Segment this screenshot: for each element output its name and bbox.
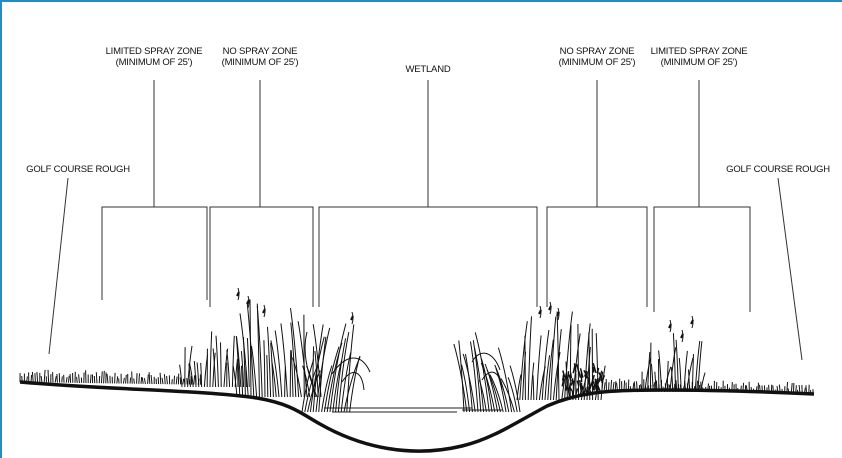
- label-wetland: WETLAND: [405, 64, 450, 75]
- leader-golf-rough-left: [49, 178, 68, 354]
- zone-title: GOLF COURSE ROUGH: [26, 164, 130, 175]
- label-limited-spray-zone-left: LIMITED SPRAY ZONE (MINIMUM OF 25'): [106, 46, 203, 68]
- zone-minimum: (MINIMUM OF 25'): [559, 57, 636, 68]
- bracket-wetland: [319, 80, 537, 307]
- zone-title: LIMITED SPRAY ZONE: [106, 46, 203, 57]
- label-limited-spray-zone-right: LIMITED SPRAY ZONE (MINIMUM OF 25'): [651, 46, 748, 68]
- leader-golf-rough-right: [778, 178, 802, 360]
- zone-title: GOLF COURSE ROUGH: [726, 164, 830, 175]
- zone-minimum: (MINIMUM OF 25'): [651, 57, 748, 68]
- label-no-spray-zone-right: NO SPRAY ZONE (MINIMUM OF 25'): [559, 46, 636, 68]
- zone-title: WETLAND: [405, 64, 450, 75]
- bracket-limited-spray-left: [102, 80, 207, 300]
- zone-minimum: (MINIMUM OF 25'): [222, 57, 299, 68]
- zone-title: NO SPRAY ZONE: [222, 46, 299, 57]
- wetland-vegetation: [180, 288, 706, 412]
- bracket-limited-spray-right: [654, 80, 750, 312]
- zone-title: LIMITED SPRAY ZONE: [651, 46, 748, 57]
- bracket-no-spray-right: [547, 80, 647, 307]
- ground-profile: [20, 370, 814, 451]
- label-golf-course-rough-right: GOLF COURSE ROUGH: [726, 164, 830, 175]
- zone-minimum: (MINIMUM OF 25'): [106, 57, 203, 68]
- label-golf-course-rough-left: GOLF COURSE ROUGH: [26, 164, 130, 175]
- label-no-spray-zone-left: NO SPRAY ZONE (MINIMUM OF 25'): [222, 46, 299, 68]
- bracket-no-spray-left: [210, 80, 313, 307]
- zone-title: NO SPRAY ZONE: [559, 46, 636, 57]
